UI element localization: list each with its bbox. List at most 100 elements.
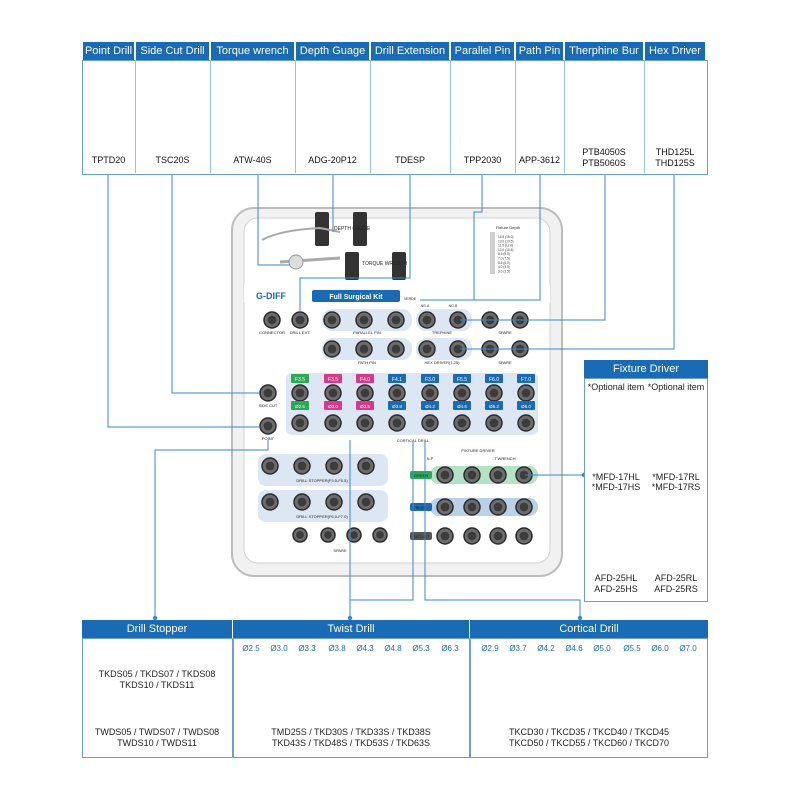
connector-dot	[347, 615, 353, 621]
tool-header-1: Side Cut Drill	[136, 42, 209, 60]
mfd-left-2: *MFD-17HS	[591, 482, 641, 492]
tool-code-5: TPP2030	[463, 155, 502, 165]
tool-code-6: APP-3612	[518, 155, 561, 165]
point-hole-center	[263, 421, 273, 431]
drill-hole-upper-center	[425, 388, 435, 398]
parallel-pin-hole-center	[391, 315, 401, 325]
drill-tag-label-2: F4.0	[360, 377, 370, 383]
t-wrench-label: T.WRENCH	[494, 456, 515, 461]
stopper-hole-center	[361, 461, 371, 471]
depth-gauge-label: DEPTH GAUGE	[334, 226, 371, 232]
drill-hole-lower-center	[295, 418, 305, 428]
spare2-label: SPARE	[333, 548, 347, 553]
verde-label: VERDE	[404, 297, 417, 301]
cortical-diameter-0: Ø2.9	[481, 644, 499, 653]
spare-hole-center	[296, 531, 304, 539]
ratchet-label: RATCHET	[413, 535, 430, 539]
drill-tag-2	[356, 374, 374, 383]
drill-hole-upper-center	[489, 388, 499, 398]
trephine-hole-center	[453, 315, 463, 325]
blue-band	[430, 498, 538, 516]
connector-line	[257, 172, 290, 266]
connector-hole-center	[267, 315, 277, 325]
connector-dot	[577, 615, 583, 621]
tool-code2-7: PTB5060S	[582, 158, 626, 168]
drill-sub-label-1: Ø3.0	[328, 404, 338, 409]
torque-wrench-label: TORQUE WRENCH	[362, 261, 408, 267]
connector-line	[424, 442, 581, 618]
tool-divider	[644, 60, 645, 173]
stopper-hole-center	[361, 497, 371, 507]
drill-hole-upper-center	[521, 388, 531, 398]
twist-diameter-7: Ø6.3	[441, 644, 459, 653]
spare-label: SPARE	[498, 360, 512, 365]
drill-sub-tag-6	[485, 401, 503, 410]
tool-divider	[210, 60, 211, 173]
drill-hole-lower-center	[425, 418, 435, 428]
parallel-pin-hole-center	[327, 315, 337, 325]
depth-scale-label: 4.0 (4.5)	[498, 265, 510, 269]
mfd-left-1: *MFD-17HL	[592, 472, 640, 482]
drill-tag-label-1: F3.5	[328, 377, 338, 383]
drill-sub-label-0: Ø2.5	[295, 404, 305, 409]
drill-sub-label-5: Ø4.6	[457, 404, 467, 409]
fixture-driver-hole-center	[493, 502, 503, 512]
drill-hole-upper-center	[360, 388, 370, 398]
ratchet-hole-center	[493, 531, 503, 541]
drill-tag-1	[324, 374, 342, 383]
fixture-driver-hole-center	[440, 502, 450, 512]
drill-sub-label-3: Ø3.8	[392, 404, 402, 409]
depth-scale-label: 13.0 (13.5)	[498, 239, 513, 243]
drill-tag-7	[517, 374, 535, 383]
tool-divider	[295, 60, 296, 173]
cortical-codes-1: TKCD30 / TKCD35 / TKCD40 / TKCD45	[508, 727, 670, 737]
tool-header-8: Hex Driver	[645, 42, 705, 60]
tool-header-3: Depth Guage	[296, 42, 369, 60]
fixture-driver-label: FIXTURE DRIVER	[461, 448, 494, 453]
mfd-right-1: *MFD-17RL	[652, 472, 700, 482]
tool-header-4: Drill Extension	[371, 42, 449, 60]
tool-code-4: TDESP	[394, 155, 425, 165]
blue-label: BLUE	[416, 505, 427, 510]
drill-stopper-label-1: DRILL STOPPER(F3.5-F5.5)	[296, 478, 348, 483]
drill-hole-upper-center	[295, 388, 305, 398]
torque-holder	[345, 252, 359, 280]
stopper-band-1	[258, 454, 388, 486]
twist-diameter-2: Ø3.3	[298, 644, 316, 653]
ng-b-label: NG-B	[449, 304, 458, 308]
fixture-driver-hole-center	[440, 470, 450, 480]
afd-left-2: AFD-25HS	[594, 584, 638, 594]
twist-diameter-0: Ø2.5	[242, 644, 260, 653]
afd-right-2: AFD-25RS	[654, 584, 698, 594]
drill-tag-4	[421, 374, 439, 383]
twist-diameter-4: Ø4.3	[356, 644, 374, 653]
tool-divider	[370, 60, 371, 173]
tool-header-0: Point Drill	[83, 42, 134, 60]
drill-tag-label-3: F4.1	[392, 377, 402, 383]
fixture-depth-title: Fixture Depth	[496, 225, 520, 230]
kit-title: Full Surgical Kit	[329, 294, 383, 301]
twist-codes-2: TKD43S / TKD48S / TKD53S / TKD63S	[271, 738, 431, 748]
drill-sub-tag-5	[453, 401, 471, 410]
twist-diameter-5: Ø4.8	[384, 644, 402, 653]
ratchet-tag	[410, 532, 432, 540]
cortical-diameter-4: Ø5.0	[593, 644, 611, 653]
connector-line	[460, 172, 606, 321]
depth-scale-label: 14.5 (15.0)	[498, 235, 513, 239]
point-label: POINT	[262, 436, 275, 441]
spare-hole-center	[350, 531, 358, 539]
stopper-hole-center	[297, 497, 307, 507]
drill-hole-upper-center	[328, 388, 338, 398]
fixture-driver-hole-center	[519, 502, 529, 512]
drill-tag-0	[291, 374, 309, 383]
depth-scale-label: 10.0 (10.5)	[498, 248, 513, 252]
spare-label: SPARE	[498, 330, 512, 335]
fixture-driver-hole-center	[493, 470, 503, 480]
drill-hole-upper-center	[457, 388, 467, 398]
tool-code-2: ATW-40S	[233, 155, 272, 165]
cortical-diameter-1: Ø3.7	[509, 644, 527, 653]
connector-line	[349, 442, 414, 618]
ratchet-hole-center	[440, 531, 450, 541]
tool-code-3: ADG-20P12	[308, 155, 357, 165]
